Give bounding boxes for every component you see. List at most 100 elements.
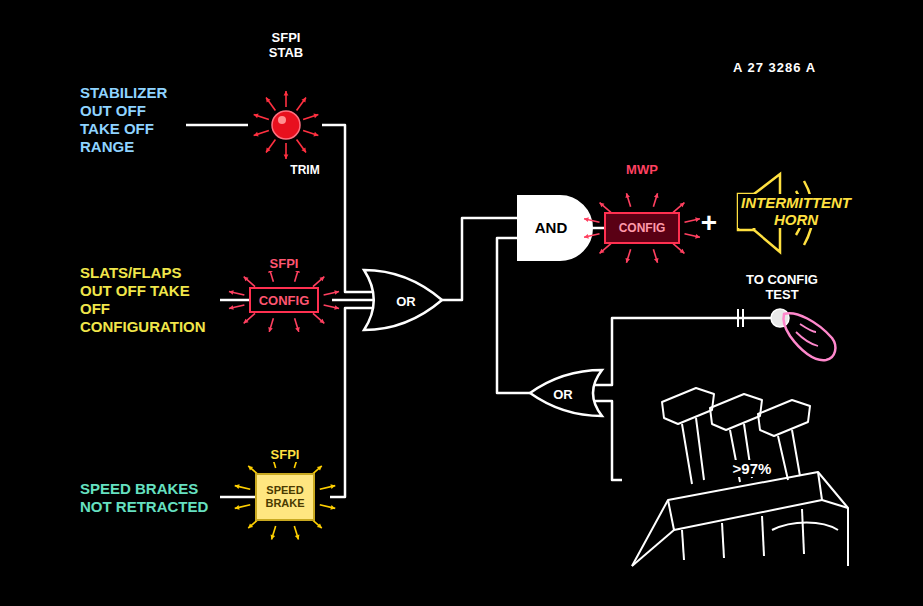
- signal-ray-head: [625, 258, 630, 263]
- signal-ray-head: [584, 217, 589, 222]
- quadrant-detail: [772, 523, 838, 531]
- signal-ray: [600, 203, 611, 213]
- signal-wire: [330, 308, 372, 497]
- signal-ray-head: [584, 234, 589, 239]
- signal-ray: [313, 313, 324, 323]
- text-holder: SFPI STAB: [250, 30, 322, 61]
- thrust-lever-shaft: [682, 418, 704, 484]
- signal-ray-head: [317, 466, 322, 471]
- signal-ray-head: [695, 234, 700, 239]
- signal-ray: [244, 277, 255, 287]
- quadrant-slot: [722, 523, 724, 558]
- indicator-light: SPEED BRAKE SFPI: [240, 445, 330, 553]
- lamp-caption: MWP: [623, 162, 661, 177]
- quadrant-slot: [682, 530, 684, 560]
- signal-ray-head: [235, 484, 240, 489]
- signal-ray: [266, 97, 275, 110]
- signal-ray-head: [301, 97, 306, 102]
- signal-ray: [254, 131, 269, 136]
- signal-ray: [600, 244, 611, 254]
- indicator-light: CONFIG SFPI: [236, 254, 332, 346]
- throttle-setting: >97%: [730, 460, 775, 477]
- lamp-face: CONFIG: [249, 287, 319, 313]
- text-holder: SFPI: [240, 445, 330, 463]
- quadrant-slot: [762, 516, 764, 556]
- signal-ray: [297, 97, 306, 110]
- thrust-lever-knob: [710, 394, 762, 430]
- signal-ray-head: [266, 97, 271, 102]
- signal-ray-head: [680, 203, 685, 208]
- lamp-caption: SFPI: [267, 256, 302, 271]
- signal-wire: [442, 218, 518, 300]
- lamp-caption: TRIM: [288, 163, 321, 177]
- drawing-number: A 27 3286 A: [733, 60, 816, 76]
- signal-ray-head: [295, 535, 300, 540]
- test-button: TO CONFIG TEST: [726, 272, 838, 334]
- signal-ray-head: [248, 466, 253, 471]
- gate-label: OR: [553, 387, 573, 403]
- signal-wire: [322, 125, 372, 292]
- signal-ray-head: [268, 327, 273, 332]
- signal-ray-head: [266, 148, 271, 153]
- gate-label: AND: [535, 219, 568, 237]
- signal-ray-head: [654, 193, 659, 198]
- signal-ray-head: [654, 258, 659, 263]
- lamp-bulb: [272, 111, 300, 139]
- signal-ray-head: [334, 290, 339, 295]
- signal-ray-head: [229, 305, 234, 310]
- lamp-legend: CONFIG: [259, 293, 310, 308]
- finger: [783, 313, 835, 360]
- push-button: [771, 309, 789, 327]
- quadrant-slot: [802, 509, 804, 554]
- signal-ray-head: [317, 523, 322, 528]
- signal-ray-head: [271, 535, 276, 540]
- signal-ray-head: [284, 91, 289, 95]
- text-holder: A 27 3286 A: [733, 58, 873, 76]
- signal-ray-head: [248, 523, 253, 528]
- text-holder: INTERMITTENT HORN: [736, 194, 856, 229]
- text-holder: OR: [534, 385, 592, 403]
- signal-ray: [266, 140, 275, 153]
- signal-ray-head: [625, 193, 630, 198]
- button-wire: [726, 317, 771, 320]
- lamp-glint: [278, 116, 286, 124]
- signal-ray: [673, 244, 684, 254]
- signal-ray-head: [244, 319, 249, 324]
- text-holder: OR: [374, 292, 438, 310]
- signal-wire: [594, 318, 726, 385]
- text-holder: SFPI: [236, 254, 332, 272]
- signal-ray-head: [695, 217, 700, 222]
- leader-line: [220, 299, 249, 302]
- gate-outline: [530, 370, 602, 416]
- signal-ray-head: [229, 290, 234, 295]
- lamp-caption: SFPI: [268, 447, 303, 462]
- indicator-light: CONFIGMWP: [596, 160, 688, 272]
- signal-ray-head: [295, 327, 300, 332]
- finger-detail: [796, 324, 818, 346]
- signal-ray-head: [600, 249, 605, 254]
- thrust-lever-knob: [758, 400, 810, 436]
- horn-label: INTERMITTENT HORN: [738, 194, 854, 228]
- intermittent-horn: INTERMITTENT HORN: [732, 170, 844, 260]
- signal-ray-head: [301, 148, 306, 153]
- gate-label: OR: [396, 294, 416, 310]
- signal-ray-head: [254, 132, 259, 137]
- signal-ray: [244, 313, 255, 323]
- signal-ray: [303, 114, 318, 119]
- text-holder: AND: [518, 219, 584, 237]
- condition-label: SLATS/FLAPS OUT OFF TAKE OFF CONFIGURATI…: [80, 264, 215, 336]
- button-label: TO CONFIG TEST: [739, 272, 825, 302]
- signal-ray-head: [680, 249, 685, 254]
- signal-ray-head: [313, 114, 318, 119]
- signal-ray: [673, 203, 684, 213]
- condition-label: SPEED BRAKES NOT RETRACTED: [80, 480, 215, 516]
- quadrant-edge: [632, 530, 674, 566]
- signal-ray: [297, 140, 306, 153]
- guard-tick: [742, 309, 744, 327]
- quadrant-base: [632, 472, 848, 566]
- text-holder: TO CONFIG TEST: [726, 272, 838, 303]
- gate-outline: [364, 270, 442, 330]
- lamp-face: SPEED BRAKE: [255, 473, 315, 521]
- signal-ray-head: [330, 484, 335, 489]
